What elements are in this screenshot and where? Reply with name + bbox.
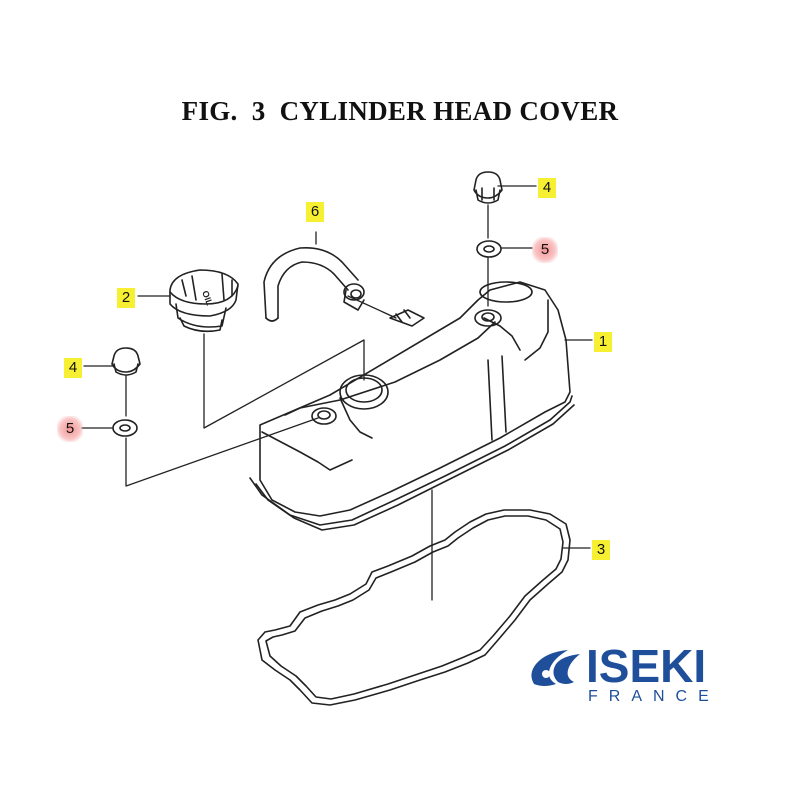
washer-left-drawing xyxy=(112,419,138,437)
callout-2: 2 xyxy=(117,288,135,308)
logo-subtitle: FRANCE xyxy=(588,688,720,705)
assembly-lines xyxy=(81,185,593,601)
hose-drawing xyxy=(263,246,365,322)
logo-wordmark: ISEKI xyxy=(586,640,707,692)
iseki-emblem-icon xyxy=(531,650,580,686)
oil-cap-drawing xyxy=(169,269,239,333)
callout-5-left: 5 xyxy=(57,416,83,442)
callout-6: 6 xyxy=(306,202,324,222)
nut-upper-drawing xyxy=(473,171,503,204)
callout-3: 3 xyxy=(592,540,610,560)
gasket-drawing xyxy=(257,509,571,706)
cover-body-drawing xyxy=(249,281,575,531)
callout-4-left: 4 xyxy=(64,358,82,378)
callout-1: 1 xyxy=(594,332,612,352)
callout-4-upper: 4 xyxy=(538,178,556,198)
washer-upper-drawing xyxy=(476,240,502,258)
iseki-france-logo: ISEKI FRANCE xyxy=(528,642,768,714)
nut-left-drawing xyxy=(111,347,141,376)
callout-5-upper: 5 xyxy=(532,237,558,263)
figure-title: FIG. 3 CYLINDER HEAD COVER xyxy=(181,96,619,126)
oil-cap-text: OIL xyxy=(200,289,215,307)
